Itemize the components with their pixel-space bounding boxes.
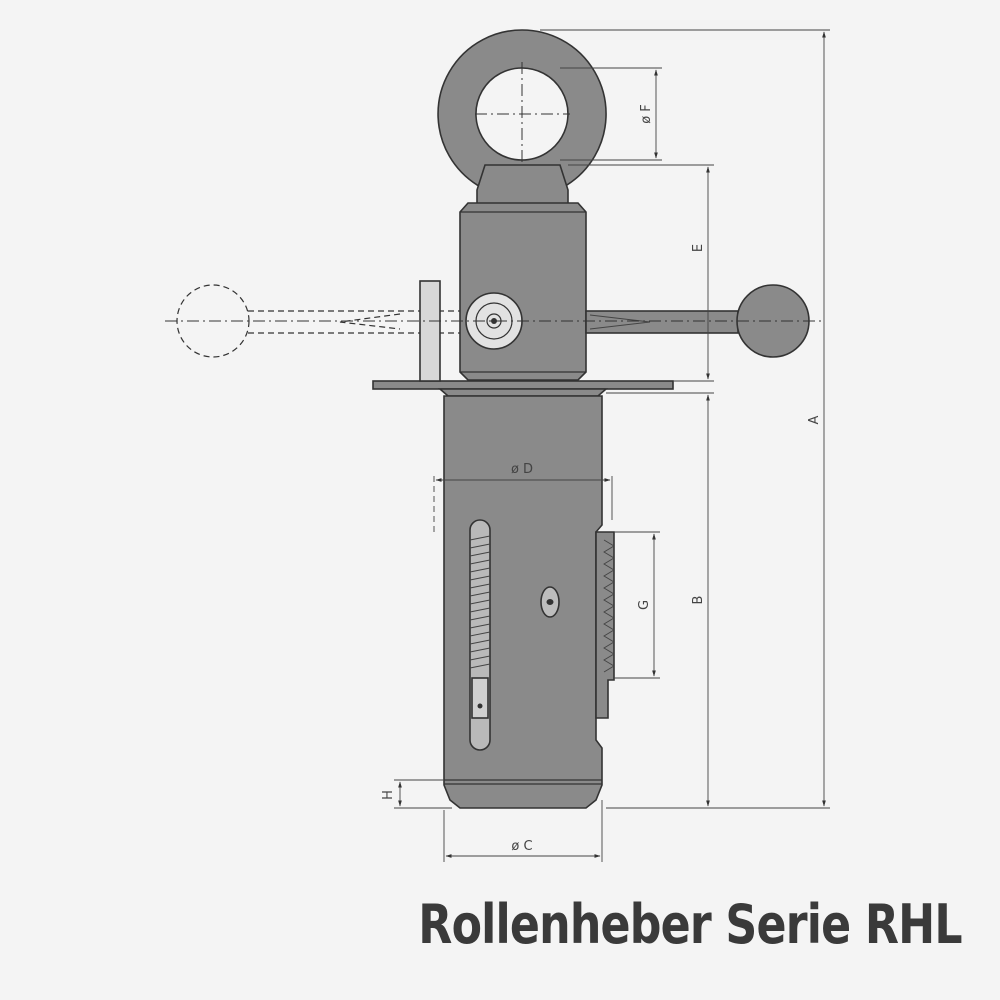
flange-plate	[372, 380, 674, 390]
dim-label-h: H	[381, 790, 396, 800]
lever-alt-position	[176, 280, 460, 382]
cylinder-body	[443, 395, 603, 809]
dimension-d: ø D	[433, 462, 613, 532]
dim-label-c: ø C	[511, 839, 532, 854]
product-title: Rollenheber Serie RHL	[418, 893, 962, 956]
dimension-f: ø F	[560, 67, 662, 161]
dim-label-b: B	[691, 596, 706, 605]
dimension-a: A	[540, 29, 830, 809]
dimension-g: G	[614, 531, 660, 679]
dim-label-e: E	[691, 244, 706, 252]
eye-bolt	[437, 29, 607, 206]
dim-label-d: ø D	[511, 462, 533, 477]
dimension-b: B	[606, 392, 714, 807]
dim-label-a: A	[807, 415, 822, 424]
dimension-c: ø C	[443, 800, 603, 862]
gear-rack	[595, 531, 615, 719]
dim-label-f: ø F	[639, 104, 654, 124]
dimension-e: E	[568, 164, 714, 382]
grease-nipple-hole	[546, 599, 554, 605]
dimension-h: H	[381, 779, 452, 809]
worm-slot	[469, 519, 491, 751]
head-block	[459, 202, 587, 381]
dim-label-g: G	[637, 600, 652, 610]
